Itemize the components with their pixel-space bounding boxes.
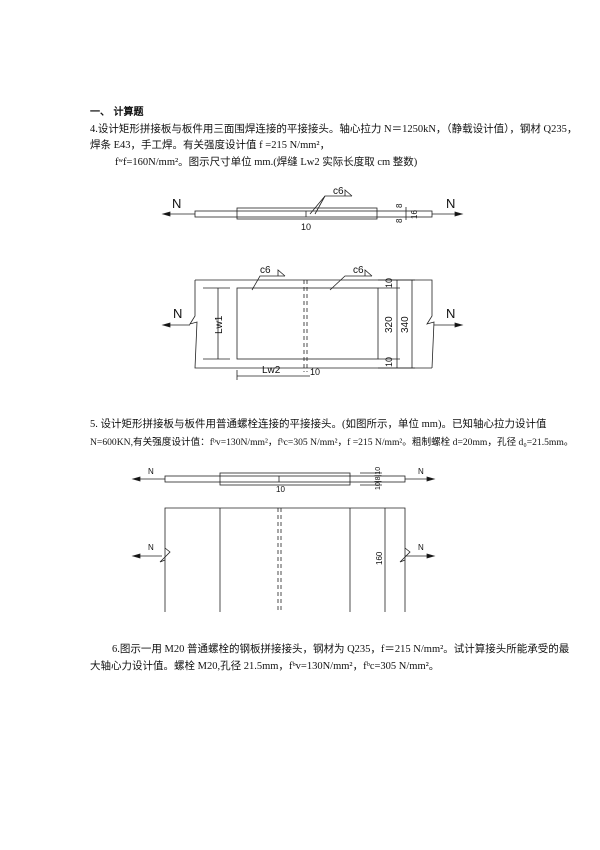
arrow-head-icon [161,211,171,217]
plate-outline-left [189,280,432,369]
force-label-left: N [172,196,181,211]
arrow-head-icon [454,211,464,217]
bolt-joint-side-view: N N 10 10|8|10 [131,467,436,494]
weld-joint-plan-view: N N c6 c6 Lw1 Lw2 10 10 320 10 340 [161,265,464,380]
bolt-joint-plan-view: N N 160 [131,507,436,612]
dim-bottom: 8 [395,218,404,223]
edge-bottom-dim: 10 [384,357,394,367]
problem5-line2: N=600KN,有关强度设计值：fᵇv=130N/mm²，fᵇc=305 N/m… [90,437,574,448]
dim-top: 8 [395,203,404,208]
weld-label-right: c6 [353,265,364,276]
force-label-right: N [418,467,424,476]
weld-label: c6 [333,186,344,197]
force-label-right: N [446,306,455,321]
force-label-right: N [418,543,424,552]
lw1-dim: Lw1 [214,315,225,334]
problem4-line1: 4.设计矩形拼接板与板件用三面围焊连接的平接接头。轴心拉力 N＝1250kN，（… [90,124,578,135]
cover-plate [236,287,379,360]
plate-outline [164,507,406,612]
lw2-dim: Lw2 [262,365,281,376]
section-heading: 一、 计算题 [90,107,144,118]
gap-dim: 10 [276,485,285,494]
inner-width-dim: 320 [384,316,395,333]
cover-plates [219,472,351,486]
weld-joint-side-view: N N c6 10 8 16 8 [161,186,464,232]
gap-dim: 10 [301,222,311,232]
width-dim: 160 [375,551,384,565]
force-label-left: N [148,467,154,476]
cover-plates [236,207,378,220]
problem4-line2: 焊条 E43，手工焊。有关强度设计值 f =215 N/mm²， [90,140,331,151]
problem4-line3: fʷf=160N/mm²。图示尺寸单位 mm.(焊缝 Lw2 实际长度取 cm … [115,157,418,168]
problem6-line2: 大轴心力设计值。螺栓 M20,孔径 21.5mm，fᵇv=130N/mm²，fᵇ… [90,661,440,672]
problem6-line1: 6.图示一用 M20 普通螺栓的钢板拼接接头，钢材为 Q235，f＝215 N/… [112,644,570,655]
edge-top-dim: 10 [384,278,394,288]
fillet-weld-symbol-icon [344,189,353,197]
main-plate [164,475,406,483]
gap-dim: 10 [310,367,320,377]
thickness-dims: 10|8|10 [375,467,382,490]
force-label-left: N [148,543,154,552]
problem5-line1: 5. 设计矩形拼接板与板件用普通螺栓连接的平接接头。(如图所示，单位 mm)。已… [90,419,547,430]
outer-width-dim: 340 [400,316,411,333]
force-label-left: N [173,306,182,321]
main-plate [194,210,433,218]
force-label-right: N [446,196,455,211]
dim-mid: 16 [410,210,419,219]
weld-label-left: c6 [260,265,271,276]
